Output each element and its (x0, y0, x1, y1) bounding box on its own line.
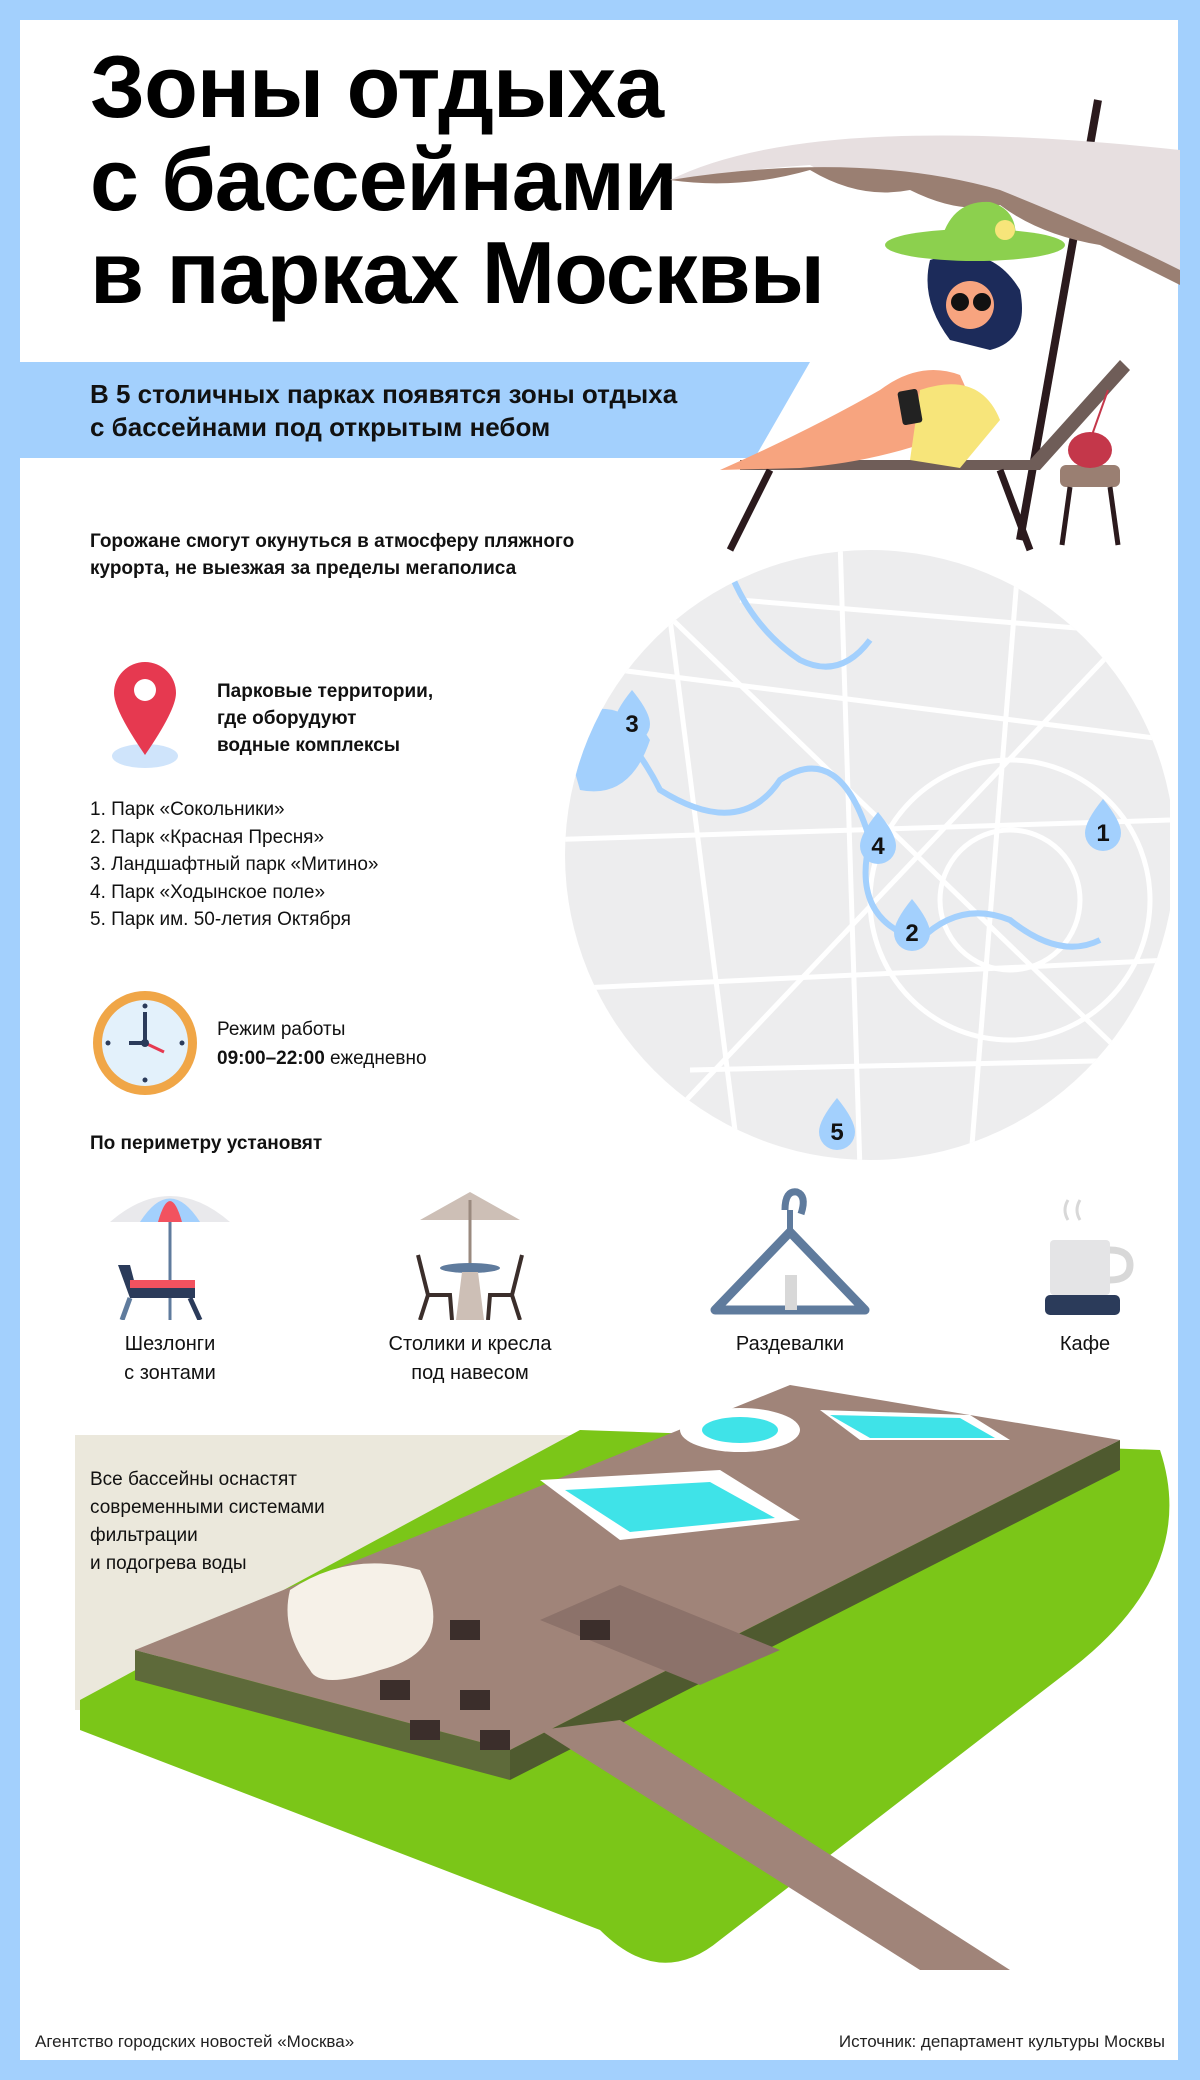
list-item: 2. Парк «Красная Пресня» (90, 826, 325, 848)
map-marker-4[interactable]: 4 (871, 833, 885, 860)
opening-hours: Режим работы 09:00–22:00 ежедневно (217, 1015, 427, 1073)
map-marker-1[interactable]: 1 (1096, 820, 1109, 847)
feature-sunloungers: Шезлонги с зонтами (90, 1180, 250, 1388)
table-chairs-icon (416, 1192, 524, 1320)
subtitle: В 5 столичных парках появятся зоны отдых… (90, 378, 677, 444)
coffee-cup-icon (1045, 1199, 1134, 1315)
list-item: 4. Парк «Ходынское поле» (90, 881, 326, 903)
pool-note-line: Все бассейны оснастят (90, 1469, 297, 1490)
feature-label: под навесом (411, 1362, 529, 1384)
title-line: в парках Москвы (90, 223, 825, 322)
sunlounger-umbrella-icon (110, 1196, 230, 1320)
parks-heading-line: где оборудуют (217, 708, 357, 729)
feature-label: Шезлонги (124, 1333, 216, 1355)
hours-label: Режим работы (217, 1019, 346, 1040)
map-markers: 1 2 3 4 5 (614, 690, 1121, 1150)
location-pin-icon (112, 662, 178, 768)
map-marker-2[interactable]: 2 (905, 920, 918, 947)
page-title: Зоны отдыха с бассейнами в парках Москвы (90, 37, 825, 322)
subtitle-line: В 5 столичных парках появятся зоны отдых… (90, 379, 678, 409)
feature-tables: Столики и кресла под навесом (370, 1180, 570, 1388)
intro-line: курорта, не выезжая за пределы мегаполис… (90, 558, 517, 579)
feature-label: Раздевалки (735, 1333, 845, 1355)
parks-list: 1. Парк «Сокольники» 2. Парк «Красная Пр… (90, 796, 378, 934)
feature-label: Кафе (1059, 1333, 1111, 1355)
list-item: 1. Парк «Сокольники» (90, 799, 285, 820)
perimeter-heading: По периметру установят (90, 1133, 323, 1154)
title-line: Зоны отдыха (90, 37, 664, 136)
subtitle-line: с бассейнами под открытым небом (90, 412, 551, 442)
pool-note: Все бассейны оснастят современными систе… (90, 1466, 325, 1578)
subtitle-band (20, 362, 810, 458)
parks-heading-line: водные комплексы (217, 735, 400, 756)
woman-sunbathing-illustration (670, 99, 1180, 552)
footer-agency: Агентство городских новостей «Москва» (35, 2032, 355, 2051)
pool-note-line: фильтрации (90, 1525, 198, 1546)
hours-time: 09:00–22:00 (217, 1048, 325, 1069)
feature-cafe: Кафе (1030, 1180, 1140, 1359)
parks-heading: Парковые территории, где оборудуют водны… (217, 678, 433, 759)
title-line: с бассейнами (90, 130, 678, 229)
hanger-icon (710, 1188, 870, 1315)
moscow-map: 1 2 3 4 5 (565, 550, 1170, 1160)
pool-complex-illustration (75, 1385, 1170, 1970)
feature-label: с зонтами (124, 1362, 216, 1384)
feature-changing-rooms: Раздевалки (705, 1180, 875, 1359)
hours-suffix: ежедневно (324, 1048, 427, 1069)
list-item: 5. Парк им. 50-летия Октября (90, 909, 351, 930)
footer-source: Источник: департамент культуры Москвы (838, 2032, 1165, 2051)
map-marker-3[interactable]: 3 (625, 711, 638, 738)
pool-note-line: и подогрева воды (90, 1553, 247, 1574)
parks-heading-line: Парковые территории, (217, 681, 434, 702)
list-item: 3. Ландшафтный парк «Митино» (90, 854, 379, 875)
map-marker-5[interactable]: 5 (830, 1119, 843, 1146)
feature-label: Столики и кресла (388, 1333, 552, 1355)
pool-note-line: современными системами (90, 1497, 325, 1518)
intro-text: Горожане смогут окунуться в атмосферу пл… (90, 528, 574, 582)
clock-icon (93, 991, 197, 1095)
intro-line: Горожане смогут окунуться в атмосферу пл… (90, 531, 575, 552)
